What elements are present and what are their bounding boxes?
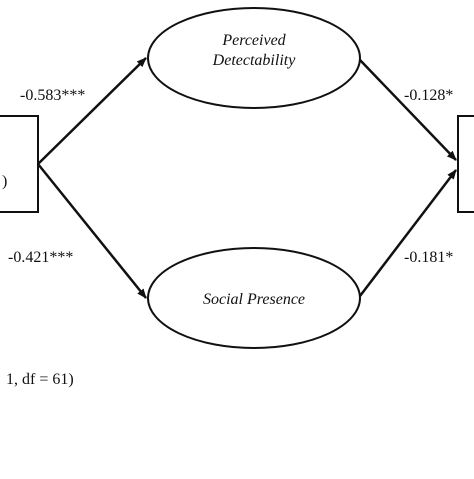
coef-left-to-top: -0.583*** [20, 87, 85, 104]
arrow-left-to-bottom [37, 163, 147, 299]
mediator-top-label-line1: Perceived [221, 32, 286, 49]
model-fit-footnote: 1, df = 61) [6, 371, 74, 388]
coef-left-to-bottom: -0.421*** [8, 249, 73, 266]
arrow-left-to-top [37, 57, 147, 165]
arrow-bottom-to-right [359, 169, 457, 297]
mediator-top-label-line2: Detectability [212, 52, 297, 69]
left-variable-box [0, 115, 39, 213]
mediator-perceived-detectability [147, 7, 361, 109]
arrow-top-to-right [359, 59, 457, 161]
mediator-social-presence [147, 247, 361, 349]
coef-bottom-to-right: -0.181* [404, 249, 453, 266]
coef-top-to-right: -0.128* [404, 87, 453, 104]
right-variable-box [457, 115, 474, 213]
left-variable-label: ) [2, 173, 7, 190]
mediator-bottom-label: Social Presence [203, 291, 305, 308]
